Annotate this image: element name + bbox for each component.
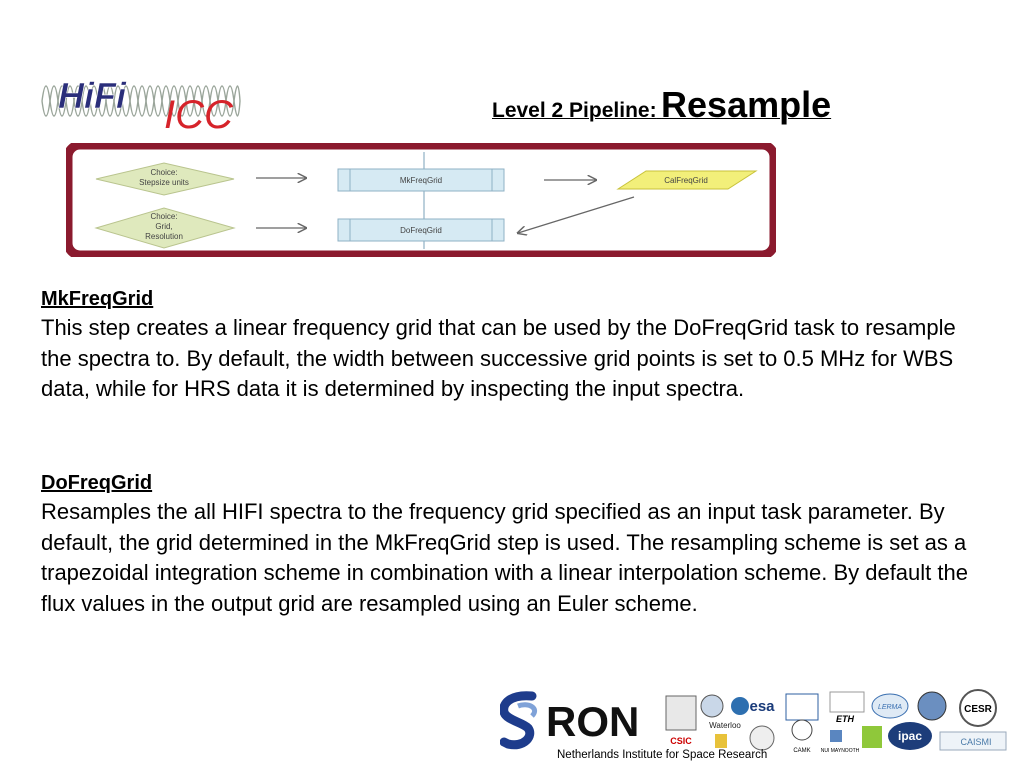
task-dofreqgrid-box (337, 218, 505, 242)
title-prefix: Level 2 Pipeline: (492, 99, 657, 122)
sron-subtitle: Netherlands Institute for Space Research (557, 749, 768, 761)
partner-emblems: CSIC Waterloo esa CAMK ETH NUI MAYNOOTH … (665, 689, 1007, 754)
diagram-frame (66, 143, 776, 257)
partner-camk: CAMK (793, 748, 810, 754)
choice-grid-shape (94, 207, 236, 249)
partner-esa: esa (749, 698, 775, 715)
title-main: Resample (661, 84, 832, 125)
choice-grid-line2: Grid, (155, 222, 172, 231)
partner-logos: RON CSIC Waterloo esa CAMK ETH NUI MAYNO… (500, 689, 1007, 754)
task-dofreqgrid-label: DoFreqGrid (400, 226, 442, 235)
output-calfreqgrid-shape (616, 170, 758, 190)
partner-eth: ETH (836, 714, 855, 724)
choice-stepsize-line1: Choice: (150, 168, 177, 177)
section-dofreqgrid-heading: DoFreqGrid (41, 472, 153, 494)
sron-logo: RON (500, 691, 639, 750)
output-calfreqgrid-label: CalFreqGrid (664, 176, 708, 185)
arrow-output-task2 (518, 196, 635, 233)
partner-caismi: CAISMI (960, 737, 991, 747)
sron-logo-text: RON (546, 698, 639, 745)
section-mkfreqgrid-body: This step creates a linear frequency gri… (41, 315, 956, 402)
hifi-logo-text: HiFi (58, 75, 127, 116)
hifi-icc-logo: HiFi ICC (41, 75, 241, 134)
partner-lerma: LERMA (878, 704, 902, 711)
partner-waterloo: Waterloo (709, 721, 741, 730)
choice-stepsize-line2: Stepsize units (139, 178, 189, 187)
task-mkfreqgrid-label: MkFreqGrid (400, 176, 442, 185)
section-mkfreqgrid: MkFreqGrid This step creates a linear fr… (41, 285, 981, 405)
pipeline-diagram: Choice: Stepsize units Choice: Grid, Res… (66, 143, 776, 257)
partner-csic: CSIC (670, 736, 692, 746)
choice-stepsize-shape (95, 162, 235, 196)
task-mkfreqgrid-box (337, 168, 505, 192)
section-dofreqgrid-body: Resamples the all HIFI spectra to the fr… (41, 499, 968, 616)
partner-cesr: CESR (964, 704, 993, 715)
choice-grid-line1: Choice: (150, 212, 177, 221)
partner-ipac: ipac (898, 729, 922, 743)
page-title: Level 2 Pipeline: Resample (492, 84, 831, 126)
section-dofreqgrid: DoFreqGrid Resamples the all HIFI spectr… (41, 469, 981, 619)
icc-logo-text: ICC (164, 93, 234, 134)
choice-grid-line3: Resolution (145, 232, 183, 241)
section-mkfreqgrid-heading: MkFreqGrid (41, 288, 154, 310)
partner-nui-maynooth: NUI MAYNOOTH (821, 748, 860, 754)
